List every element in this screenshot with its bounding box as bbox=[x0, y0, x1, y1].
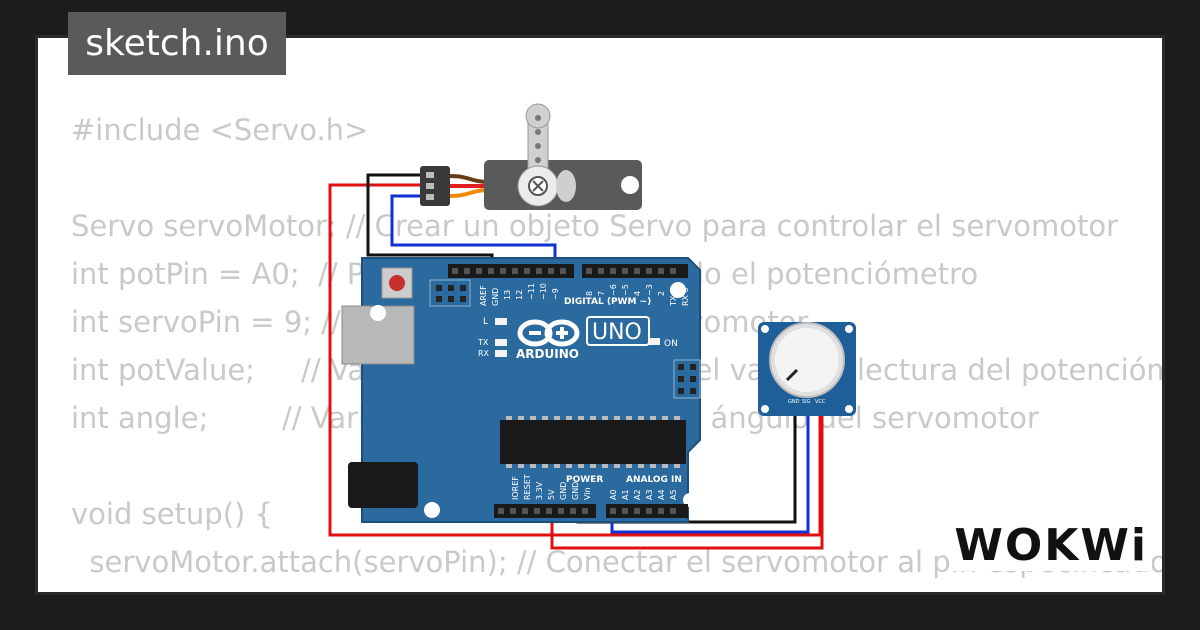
pin-label: A4 bbox=[657, 489, 666, 500]
pin-label: ~3 bbox=[645, 284, 654, 296]
code-line: #include <Servo.h> bbox=[71, 113, 369, 147]
pin-label: GND bbox=[571, 482, 580, 500]
pin-label: RX 0 bbox=[681, 287, 690, 306]
digital-label: DIGITAL (PWM ~) bbox=[564, 297, 651, 307]
board-model: UNO bbox=[592, 320, 642, 345]
digital-header-left bbox=[448, 264, 574, 278]
code-line: servoMotor.attach(servoPin); // Conectar… bbox=[71, 545, 1165, 579]
pin-label: Vin bbox=[583, 487, 592, 500]
file-tab[interactable]: sketch.ino bbox=[68, 12, 286, 75]
wire-red-5v-drop bbox=[550, 405, 824, 550]
l-led-label: L bbox=[483, 317, 488, 327]
power-header bbox=[494, 504, 596, 518]
power-label: POWER bbox=[566, 475, 603, 485]
pin-label: IOREF bbox=[511, 476, 520, 500]
wire-red-5v bbox=[328, 183, 822, 537]
pin-label: 2 bbox=[657, 291, 666, 296]
pin-label: 4 bbox=[633, 291, 642, 296]
pin-label: A0 bbox=[609, 489, 618, 500]
pin-label: AREF bbox=[479, 285, 488, 306]
pin-label: A2 bbox=[633, 489, 642, 500]
pin-label: 5V bbox=[547, 489, 556, 500]
tx-led-label: TX bbox=[477, 338, 489, 347]
pin-label: ~6 bbox=[609, 284, 618, 296]
servo-connector bbox=[420, 166, 450, 206]
pin-label: 13 bbox=[503, 290, 512, 300]
pin-label: A1 bbox=[621, 489, 630, 500]
pin-label: GND bbox=[491, 288, 500, 306]
wire-blue-signal bbox=[390, 194, 557, 268]
pin-label: ~10 bbox=[539, 283, 548, 300]
code-line: Servo servoMotor; // Crear un objeto Ser… bbox=[71, 209, 1119, 243]
pin-label: 3.3V bbox=[535, 481, 544, 500]
on-led-label: ON bbox=[664, 339, 678, 349]
pin-label: ~11 bbox=[527, 283, 536, 300]
arduino-logo-icon bbox=[517, 319, 580, 347]
power-jack bbox=[348, 462, 418, 508]
analog-label: ANALOG IN bbox=[626, 475, 682, 485]
pin-label: ~5 bbox=[621, 284, 630, 296]
pin-label: A5 bbox=[669, 489, 678, 500]
code-line: void setup() { bbox=[71, 497, 273, 531]
pin-label: A3 bbox=[645, 489, 654, 500]
pot-pin-label: SIG bbox=[802, 399, 811, 405]
pot-pin-label: VCC bbox=[815, 399, 826, 405]
wokwi-logo: WOKWi bbox=[950, 520, 1152, 571]
atmega-chip bbox=[500, 420, 686, 464]
pin-label: GND bbox=[559, 482, 568, 500]
potentiometer[interactable]: GND SIG VCC bbox=[758, 322, 856, 416]
pin-label: 7 bbox=[597, 291, 606, 296]
arduino-uno-board[interactable]: AREF GND 13 12 ~11 ~10 ~9 8 7 ~6 ~5 4 ~3… bbox=[341, 257, 701, 523]
pin-label: 12 bbox=[515, 290, 524, 300]
pin-label: TX 1 bbox=[669, 288, 678, 307]
pin-label: ~9 bbox=[551, 288, 560, 300]
pin-label: RESET bbox=[523, 474, 532, 500]
board-name: ARDUINO bbox=[516, 347, 579, 361]
pin-label: 8 bbox=[585, 291, 594, 296]
servo-motor[interactable] bbox=[420, 103, 642, 210]
pot-pin-label: GND bbox=[788, 399, 800, 405]
rx-led-label: RX bbox=[478, 349, 490, 358]
